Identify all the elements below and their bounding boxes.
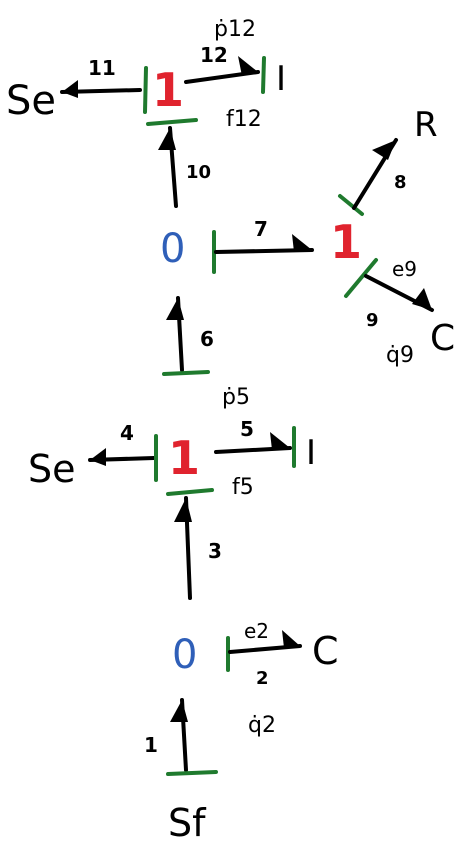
half-arrow-head (282, 630, 300, 648)
half-arrow-head (170, 700, 188, 722)
half-arrow-head (270, 432, 290, 450)
half-arrow-head (372, 140, 396, 160)
causal-stroke (146, 118, 198, 126)
junction-zero-lower: 0 (172, 632, 197, 678)
p5-dot-label: ṗ5 (222, 385, 250, 410)
half-arrow-head (62, 80, 78, 98)
half-arrow-head (166, 298, 184, 320)
f12-label: f12 (226, 107, 262, 132)
bond-4-number: 4 (120, 421, 134, 445)
q2-dot-label: q̇2 (248, 713, 276, 738)
q9-dot-label: q̇9 (386, 343, 414, 368)
bond-9-number: 9 (366, 310, 379, 331)
causal-stroke (338, 194, 364, 216)
bond-3 (174, 496, 192, 600)
junction-one-right: 1 (330, 215, 362, 269)
bond-1 (170, 698, 188, 772)
junction-zero-upper: 0 (160, 226, 185, 272)
half-arrow-head (90, 448, 106, 466)
se-mid-label: Se (28, 447, 76, 491)
causal-stroke (166, 770, 218, 776)
bond-6 (166, 296, 184, 372)
bond-4 (88, 448, 156, 466)
sf-bottom-label: Sf (168, 801, 207, 845)
bond-6-number: 6 (200, 327, 214, 351)
bond-9 (364, 274, 434, 312)
causal-stroke (143, 66, 148, 114)
bond-2-number: 2 (256, 668, 269, 689)
bond-12-number: 12 (200, 43, 228, 67)
p12-dot-label: ṗ12 (214, 17, 256, 42)
c-bottom-label: C (312, 629, 339, 673)
i-top-label: I (276, 59, 286, 99)
causal-stroke (344, 258, 378, 298)
causal-stroke (261, 56, 266, 94)
half-arrow-head (412, 288, 432, 310)
bond-10 (158, 126, 178, 208)
bond-12 (184, 56, 260, 84)
bond-7 (214, 234, 314, 254)
half-arrow-head (292, 234, 312, 252)
junction-one-mid: 1 (168, 431, 200, 485)
r-right-label: R (414, 105, 438, 145)
bond-5-number: 5 (240, 417, 254, 441)
half-arrow-head (238, 56, 258, 76)
e9-label: e9 (392, 257, 417, 281)
bond-5 (214, 432, 292, 454)
bond-8-number: 8 (394, 172, 407, 193)
junction-one-top: 1 (152, 63, 184, 117)
causal-stroke (166, 488, 214, 496)
bond-11-number: 11 (88, 56, 116, 80)
e2-label: e2 (244, 619, 269, 643)
bond-10-number: 10 (186, 162, 211, 183)
bond-1-number: 1 (144, 733, 158, 757)
bond-8 (352, 138, 398, 210)
i-mid-label: I (306, 433, 316, 473)
f5-label: f5 (232, 475, 254, 500)
bond-11 (60, 80, 142, 98)
se-top-label: Se (6, 78, 56, 124)
bond-3-number: 3 (208, 539, 222, 563)
c-right-label: C (430, 318, 455, 359)
causal-stroke (162, 370, 210, 376)
bond-2 (228, 630, 302, 654)
half-arrow-head (158, 128, 176, 150)
half-arrow-head (174, 498, 192, 522)
bond-7-number: 7 (254, 217, 268, 241)
